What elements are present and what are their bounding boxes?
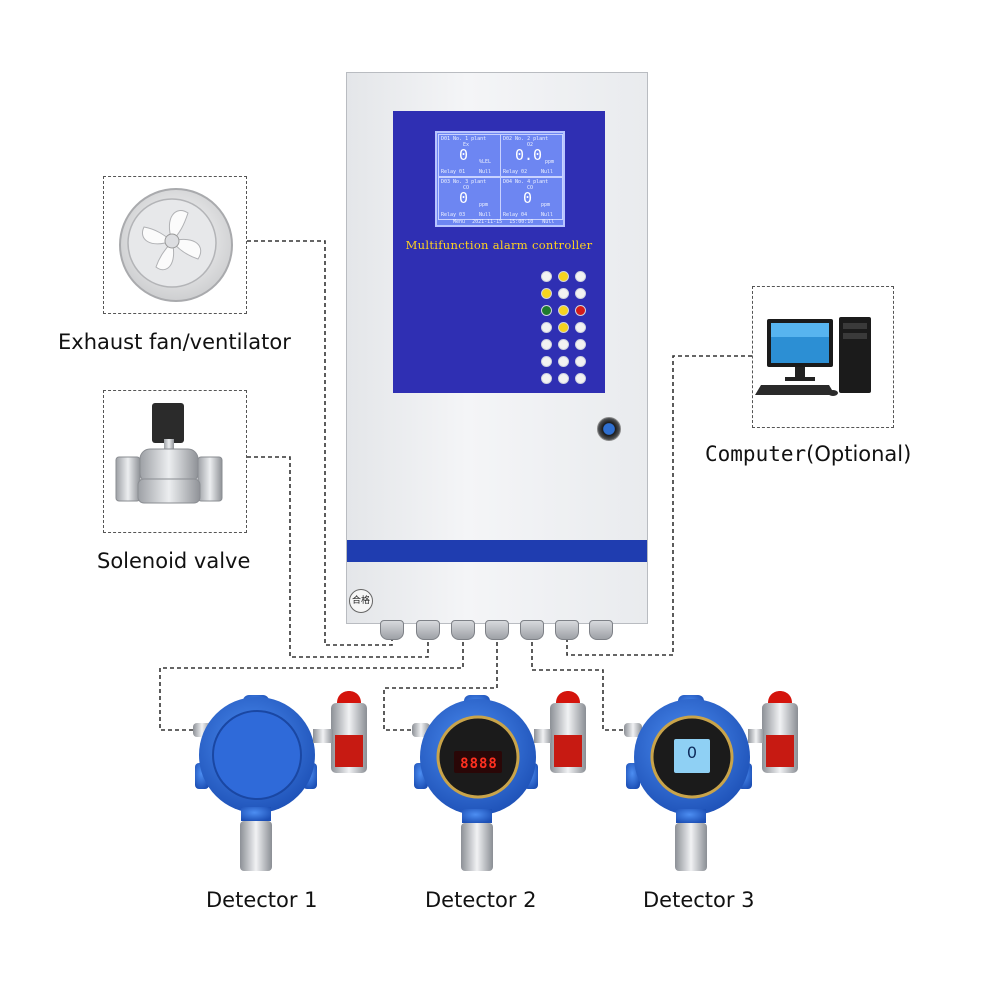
keypad-key[interactable] bbox=[558, 271, 569, 282]
wire-computer bbox=[566, 355, 752, 656]
alarm-controller: D01 No. 1 plant Ex 0 %LEL Relay 01 Null … bbox=[346, 72, 648, 624]
keypad-key[interactable] bbox=[575, 339, 586, 350]
controller-title: Multifunction alarm controller bbox=[405, 238, 593, 252]
computer-label-main: Computer bbox=[705, 442, 807, 466]
lcd-cell-gas: Ex bbox=[463, 142, 470, 148]
lcd-cell-head: D02 No. 2 plant bbox=[503, 136, 549, 142]
detector-2-display: 8888 bbox=[460, 756, 498, 772]
keypad-key[interactable] bbox=[558, 305, 569, 316]
lcd-cell-value: 0.0 bbox=[515, 146, 543, 164]
wire-detector-2 bbox=[383, 628, 498, 731]
fan-box bbox=[103, 176, 247, 314]
lcd-cell-unit: %LEL bbox=[479, 159, 492, 165]
keypad-key[interactable] bbox=[575, 322, 586, 333]
detector-icon bbox=[624, 691, 798, 871]
keypad-key[interactable] bbox=[541, 356, 552, 367]
wire-detector-1 bbox=[159, 628, 464, 731]
cable-gland bbox=[380, 620, 404, 640]
lcd-cell-head: D03 No. 3 plant bbox=[441, 179, 487, 185]
keypad-key[interactable] bbox=[558, 339, 569, 350]
lcd-cell-2: D02 No. 2 plant O2 0.0 ppm Relay 02 Null bbox=[500, 134, 563, 177]
fan-icon bbox=[119, 188, 233, 302]
lcd-cell-4: D04 No. 4 plant CO 0 ppm Relay 04 Null bbox=[500, 177, 563, 220]
lcd-cell-unit: ppm bbox=[479, 202, 489, 208]
lcd-cell-status: Null bbox=[479, 212, 492, 218]
keypad-key[interactable] bbox=[541, 373, 552, 384]
wire-valve bbox=[247, 456, 429, 658]
detector-1 bbox=[185, 685, 375, 880]
lcd-cell-head: D01 No. 1 plant bbox=[441, 136, 487, 142]
detector-2-label: Detector 2 bbox=[425, 888, 537, 912]
controller-lcd: D01 No. 1 plant Ex 0 %LEL Relay 01 Null … bbox=[435, 131, 565, 227]
cable-gland bbox=[555, 620, 579, 640]
detector-3-label: Detector 3 bbox=[643, 888, 755, 912]
lcd-cell-gas: CO bbox=[463, 185, 470, 191]
valve-box bbox=[103, 390, 247, 533]
lcd-cell-status: Null bbox=[541, 169, 554, 175]
lcd-cell-unit: ppm bbox=[545, 159, 555, 165]
fan-label: Exhaust fan/ventilator bbox=[58, 330, 291, 354]
keypad-key[interactable] bbox=[558, 322, 569, 333]
keypad-key[interactable] bbox=[575, 373, 586, 384]
lcd-cell-relay: Relay 03 bbox=[441, 212, 466, 218]
keypad-key[interactable] bbox=[558, 373, 569, 384]
cable-gland bbox=[416, 620, 440, 640]
lcd-cell-1: D01 No. 1 plant Ex 0 %LEL Relay 01 Null bbox=[438, 134, 501, 177]
lcd-cell-relay: Relay 01 bbox=[441, 169, 466, 175]
keypad-key[interactable] bbox=[558, 288, 569, 299]
lcd-footer: Menu 2021-11-15 15:00:10 Null bbox=[453, 219, 563, 225]
computer-label-optional: (Optional) bbox=[806, 442, 912, 466]
keypad-key[interactable] bbox=[541, 339, 552, 350]
lcd-footer-date: 2021-11-15 bbox=[472, 219, 503, 225]
lcd-footer-menu: Menu bbox=[453, 219, 466, 225]
lcd-cell-relay: Relay 04 bbox=[503, 212, 528, 218]
keypad-key[interactable] bbox=[575, 271, 586, 282]
detector-icon bbox=[412, 691, 586, 871]
cable-gland bbox=[451, 620, 475, 640]
keypad-key[interactable] bbox=[541, 305, 552, 316]
computer-box bbox=[752, 286, 894, 428]
key-lock-icon[interactable] bbox=[597, 417, 621, 441]
lcd-cell-status: Null bbox=[541, 212, 554, 218]
certificate-badge: 合格 bbox=[349, 589, 373, 613]
lcd-footer-time: 15:00:10 bbox=[509, 219, 534, 225]
lcd-cell-unit: ppm bbox=[541, 202, 551, 208]
alarm-lamp-icon bbox=[313, 691, 367, 773]
lcd-cell-value: 0 bbox=[459, 189, 469, 207]
keypad-key[interactable] bbox=[575, 288, 586, 299]
cable-gland bbox=[520, 620, 544, 640]
lcd-footer-status: Null bbox=[542, 219, 555, 225]
lcd-cell-head: D04 No. 4 plant bbox=[503, 179, 549, 185]
lcd-cell-relay: Relay 02 bbox=[503, 169, 528, 175]
computer-label: Computer(Optional) bbox=[705, 442, 911, 466]
alarm-lamp-icon bbox=[748, 691, 798, 773]
keypad-key[interactable] bbox=[541, 288, 552, 299]
detector-3: 0 bbox=[616, 685, 806, 880]
controller-stripe bbox=[347, 540, 647, 562]
keypad-key[interactable] bbox=[575, 305, 586, 316]
alarm-lamp-icon bbox=[534, 691, 586, 773]
lcd-cell-value: 0 bbox=[459, 146, 469, 164]
lcd-cell-3: D03 No. 3 plant CO 0 ppm Relay 03 Null bbox=[438, 177, 501, 220]
keypad-key[interactable] bbox=[541, 322, 552, 333]
keypad-key[interactable] bbox=[558, 356, 569, 367]
detector-icon bbox=[193, 691, 367, 871]
detector-2: 8888 bbox=[404, 685, 594, 880]
lcd-cell-gas: O2 bbox=[527, 142, 534, 148]
cable-gland bbox=[589, 620, 613, 640]
detector-1-label: Detector 1 bbox=[206, 888, 318, 912]
keypad-key[interactable] bbox=[575, 356, 586, 367]
control-panel: D01 No. 1 plant Ex 0 %LEL Relay 01 Null … bbox=[393, 111, 605, 393]
wire-detector-3 bbox=[531, 628, 630, 731]
cable-gland bbox=[485, 620, 509, 640]
solenoid-valve-icon bbox=[115, 403, 223, 504]
detector-3-lcd-value: 0 bbox=[686, 743, 698, 762]
valve-label: Solenoid valve bbox=[97, 549, 251, 573]
lcd-cell-status: Null bbox=[479, 169, 492, 175]
computer-icon bbox=[755, 317, 871, 396]
keypad-key[interactable] bbox=[541, 271, 552, 282]
lcd-cell-gas: CO bbox=[527, 185, 534, 191]
lcd-cell-value: 0 bbox=[523, 189, 533, 207]
